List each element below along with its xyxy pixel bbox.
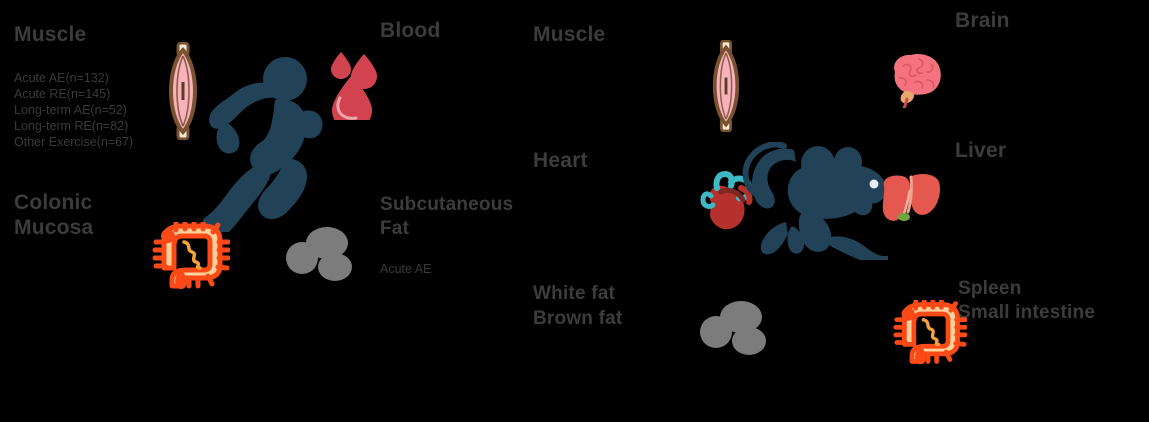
liver-icon <box>880 170 942 230</box>
muscle-legend-line-2: Acute RE(n=145) <box>14 87 111 101</box>
label-brown-fat: Brown fat <box>533 308 623 329</box>
label-heart: Heart <box>533 149 588 172</box>
label-white-fat: White fat <box>533 283 616 304</box>
label-colonic-mucosa-line1: Colonic <box>14 191 93 214</box>
label-spleen: Spleen <box>958 278 1022 299</box>
label-colonic-mucosa-line2: Mucosa <box>14 216 94 239</box>
muscle-legend-line-5: Other Exercise(n=67) <box>14 135 134 149</box>
fat-cells-icon <box>700 300 768 358</box>
muscle-legend-line-4: Long-term RE(n=82) <box>14 119 129 133</box>
subcutaneous-fat-note: Acute AE <box>380 262 432 276</box>
label-subcutaneous-fat-line1: Subcutaneous <box>380 194 514 215</box>
label-brain: Brain <box>955 9 1010 32</box>
running-mouse-icon <box>742 142 900 260</box>
running-human-icon <box>203 52 335 232</box>
small-intestine-icon <box>893 300 967 366</box>
muscle-icon <box>162 42 204 140</box>
colon-icon <box>152 222 230 290</box>
brain-icon <box>883 50 945 108</box>
muscle-legend-line-3: Long-term AE(n=52) <box>14 103 127 117</box>
label-blood: Blood <box>380 19 441 42</box>
label-muscle-human: Muscle <box>14 23 87 46</box>
label-subcutaneous-fat-line2: Fat <box>380 218 410 239</box>
muscle-icon <box>706 40 746 132</box>
label-liver: Liver <box>955 139 1007 162</box>
blood-drops-icon <box>325 48 385 120</box>
label-small-intestine: Small intestine <box>958 302 1096 323</box>
label-muscle-mouse: Muscle <box>533 23 606 46</box>
fat-cells-icon <box>286 226 354 284</box>
muscle-legend-line-1: Acute AE(n=132) <box>14 71 109 85</box>
